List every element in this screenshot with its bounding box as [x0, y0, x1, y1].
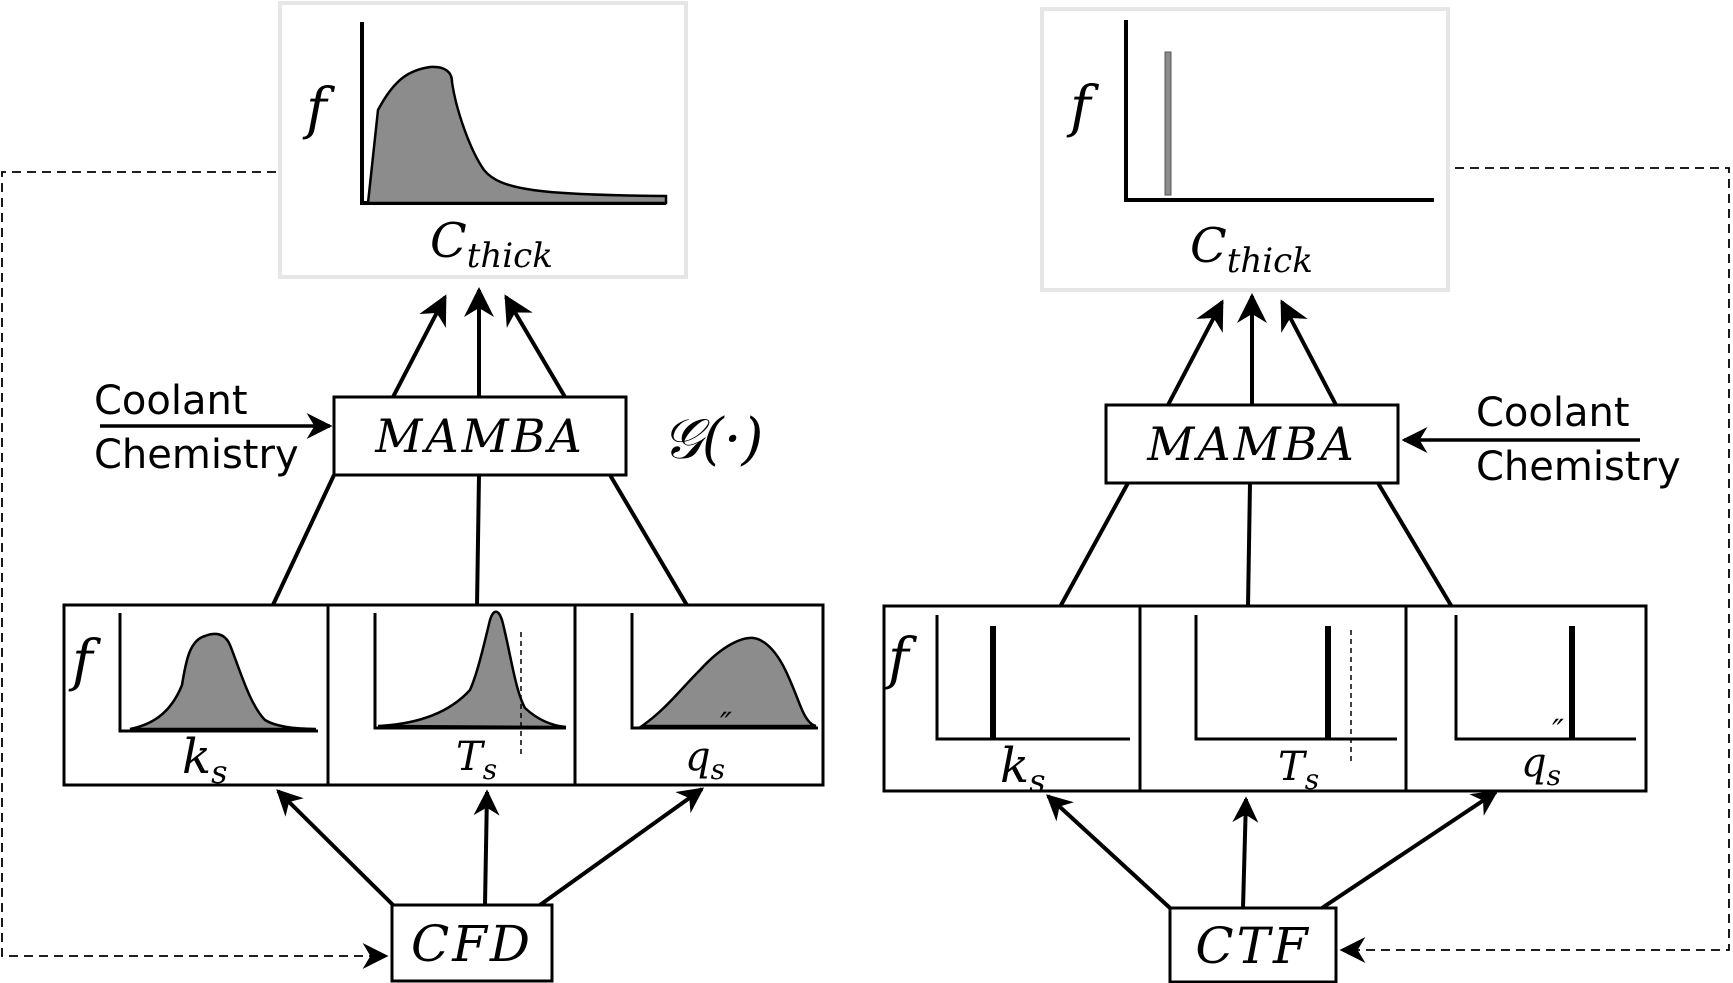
- left-link-qs: [608, 473, 690, 609]
- left-ts-distribution: [377, 610, 567, 729]
- left-source-label: CFD: [411, 915, 533, 973]
- left-arrow-to-output-3: [504, 294, 567, 399]
- right-output-spike: [1164, 51, 1172, 196]
- right-mamba-box: [1104, 403, 1400, 485]
- left-operator-label: 𝒢(·): [662, 407, 763, 472]
- right-qs-prime: ″: [1552, 712, 1564, 750]
- right-arrow-ctf-qs: [1320, 790, 1499, 910]
- left-arrow-cfd-qs: [538, 787, 705, 907]
- left-ts-axes: [373, 613, 566, 730]
- left-arrow-cfd-ks: [276, 789, 395, 907]
- right-output-axes: [1124, 20, 1434, 202]
- right-output-plot-frame: [1040, 7, 1450, 292]
- right-link-qs: [1376, 481, 1454, 609]
- right-qs-label: qs: [1521, 740, 1561, 792]
- left-ks-axes: [118, 613, 318, 733]
- right-arrow-to-output-3: [1280, 299, 1338, 406]
- left-qs-label: qs: [685, 734, 725, 786]
- right-panel-qs: [1404, 604, 1648, 793]
- right-pipeline: f Cthick MAMBA Coolant Chemistry f ks: [882, 7, 1730, 983]
- right-arrow-ctf-ks: [1046, 794, 1172, 910]
- right-link-ts: [1246, 482, 1252, 608]
- left-source-box: [390, 903, 554, 983]
- left-link-ts: [475, 474, 481, 608]
- right-mamba-label: MAMBA: [1146, 417, 1356, 471]
- right-link-ks: [1058, 482, 1130, 608]
- left-ks-label: ks: [182, 729, 228, 791]
- right-ks-label: ks: [1000, 738, 1046, 800]
- right-arrow-ctf-ts: [1232, 796, 1259, 909]
- right-qs-axes: [1454, 615, 1636, 741]
- right-chemistry-label: Chemistry: [1476, 444, 1681, 490]
- left-ks-distribution: [129, 632, 317, 731]
- left-qs-distribution: [638, 636, 817, 728]
- left-qs-axes: [630, 613, 818, 730]
- right-feedback-loop: [1339, 167, 1730, 963]
- left-mamba-label: MAMBA: [374, 409, 584, 463]
- left-ts-label: Ts: [456, 734, 497, 786]
- left-link-ks: [270, 474, 336, 608]
- left-qs-prime: ″: [720, 705, 732, 743]
- left-mamba-box: [332, 395, 628, 477]
- right-panel-ks: [882, 604, 1142, 793]
- left-output-x-label: Cthick: [430, 213, 553, 276]
- right-panel-ts: [1138, 604, 1408, 793]
- right-ks-axes: [935, 615, 1130, 741]
- right-arrow-to-output-1: [1166, 299, 1224, 406]
- left-coolant-label: Coolant: [94, 378, 248, 424]
- left-pipeline: f Cthick Coolant Chemistry MAMBA 𝒢(·) f: [1, 1, 825, 983]
- right-source-box: [1168, 906, 1338, 983]
- left-output-plot-frame: [278, 1, 688, 279]
- right-output-x-label: Cthick: [1190, 218, 1313, 281]
- left-arrow-to-output-1: [391, 294, 447, 398]
- left-panel-ts: [326, 603, 577, 787]
- right-coolant-label: Coolant: [1476, 390, 1630, 436]
- right-ts-label: Ts: [1278, 744, 1319, 796]
- left-output-distribution: [366, 65, 668, 205]
- left-feedback-loop: [1, 171, 389, 969]
- left-arrow-cfd-ts: [473, 789, 500, 906]
- left-chemistry-label: Chemistry: [94, 432, 299, 478]
- right-source-label: CTF: [1195, 917, 1310, 975]
